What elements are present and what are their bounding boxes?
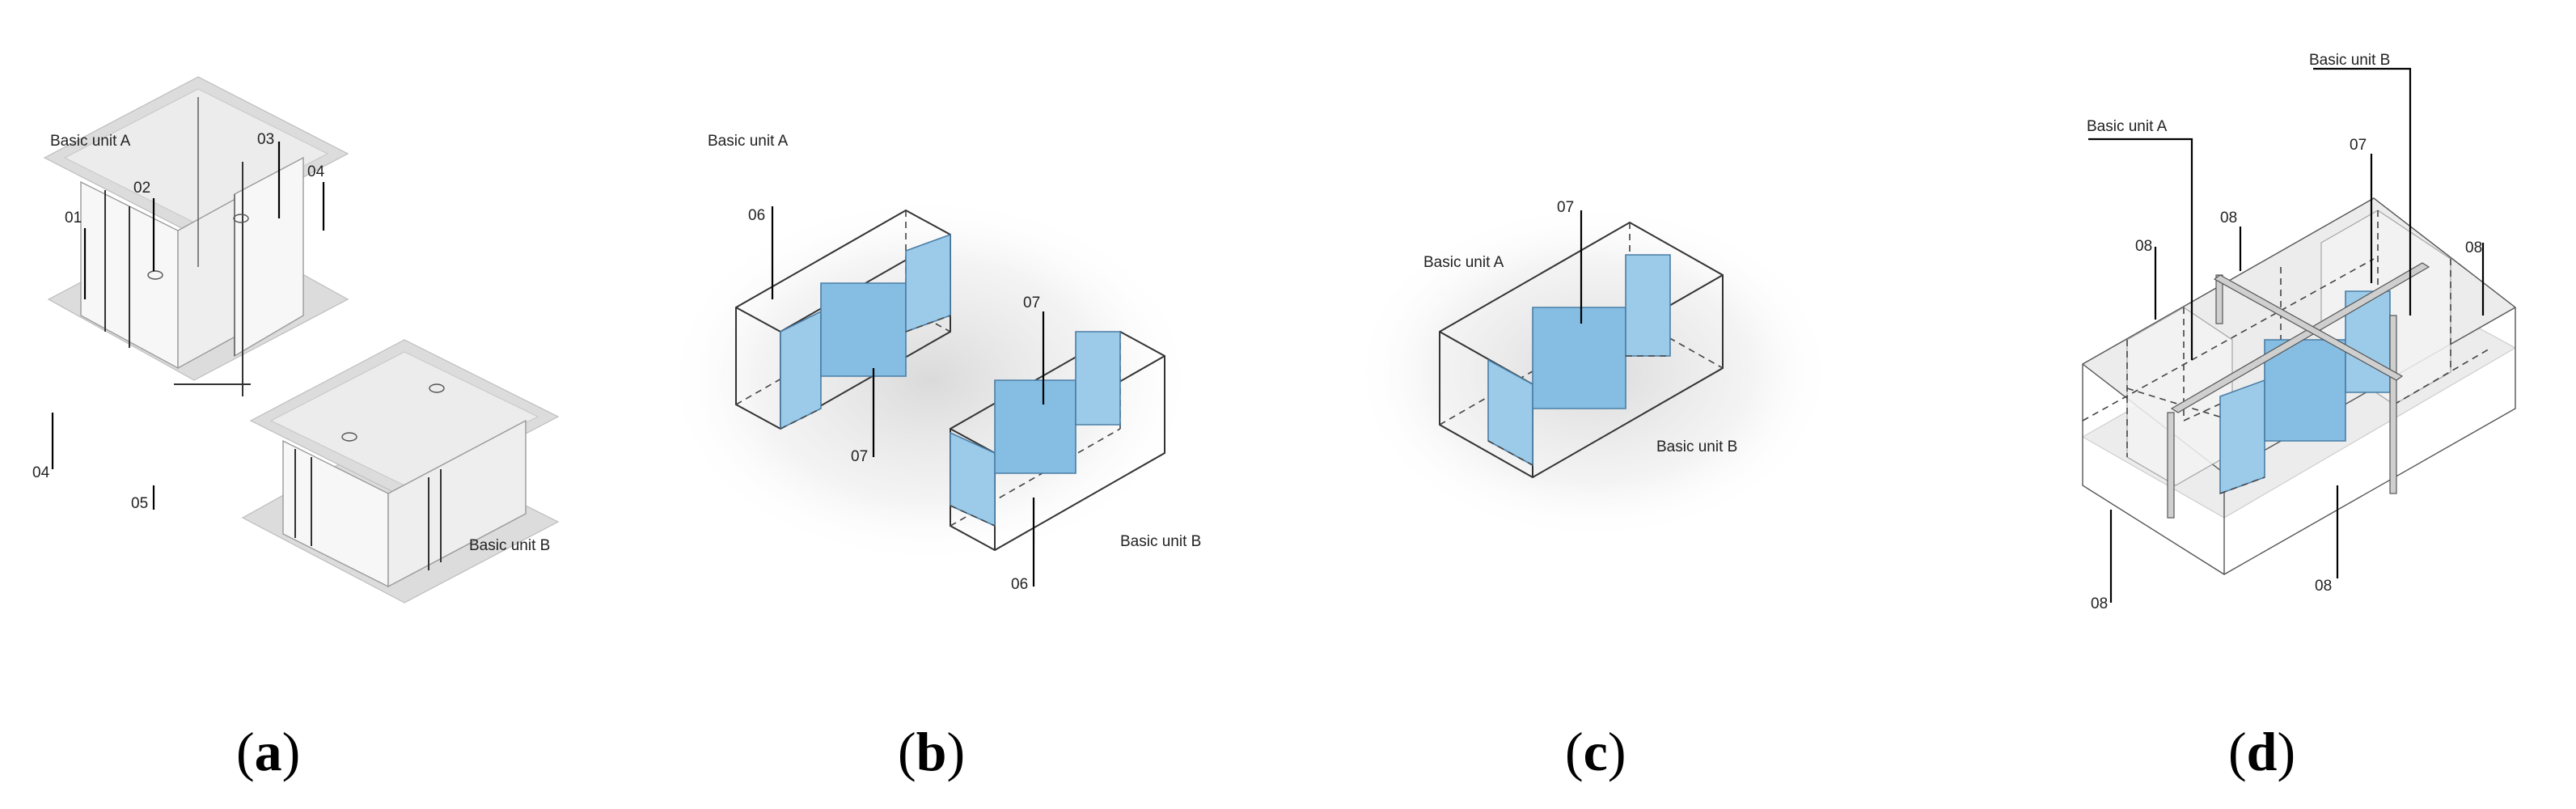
unit-a-volume: [2126, 307, 2233, 486]
beam: [2170, 262, 2430, 413]
label-05: 05: [131, 495, 148, 512]
label-04-left: 04: [32, 464, 50, 481]
blue-panel-1: [2219, 379, 2265, 495]
label-basic-unit-b: Basic unit B: [1120, 533, 1201, 550]
label-08-mid: 08: [2220, 210, 2237, 227]
label-basic-unit-b: Basic unit B: [469, 537, 550, 554]
column-2: [2389, 315, 2397, 494]
label-basic-unit-b: Basic unit B: [2309, 52, 2390, 69]
outer-box: [2082, 197, 2516, 575]
label-basic-unit-a: Basic unit A: [2087, 118, 2168, 135]
label-01: 01: [65, 210, 82, 227]
label-06-bottom: 06: [1011, 576, 1028, 593]
unit-b-roof-inner: [269, 351, 539, 486]
unit-a-roof-inner: [63, 88, 329, 223]
unit-b-side-wall: [387, 419, 527, 588]
blue-panel-3: [1625, 254, 1671, 357]
label-03: 03: [257, 131, 274, 148]
caption-b: (b): [898, 721, 965, 782]
column-1: [2167, 412, 2175, 519]
unit-b-blue-panel-2: [994, 379, 1077, 474]
label-07-top: 07: [1023, 294, 1040, 311]
blue-panel-2: [1532, 307, 1626, 409]
panel-d: Basic unit A Basic unit B 07 08 08 08 08…: [2081, 52, 2517, 782]
caption-c: (c): [1565, 721, 1626, 782]
unit-b-blue-panel-3: [1075, 331, 1121, 426]
caption-d: (d): [2228, 721, 2295, 782]
label-07: 07: [2350, 137, 2367, 154]
label-04-top: 04: [307, 163, 325, 180]
label-07-bottom: 07: [851, 448, 868, 465]
label-02: 02: [133, 180, 150, 197]
label-08-right: 08: [2465, 239, 2482, 256]
unit-a-blue-panel-1: [780, 310, 822, 430]
label-basic-unit-a: Basic unit A: [50, 133, 131, 150]
panel-b: Basic unit A 06 07 07 Basic unit B 06 (b…: [663, 133, 1201, 782]
panel-c: Basic unit A 07 Basic unit B (c): [1351, 199, 1836, 782]
label-06-top: 06: [748, 207, 765, 224]
label-basic-unit-b: Basic unit B: [1656, 438, 1737, 455]
label-basic-unit-a: Basic unit A: [1423, 254, 1504, 271]
caption-a: (a): [236, 721, 300, 782]
blue-panel-2: [2264, 339, 2346, 442]
unit-a-blue-panel-2: [820, 282, 907, 377]
panel-a: Basic unit A 01 02 03 04 04 05 Basic uni…: [32, 76, 560, 782]
label-07: 07: [1557, 199, 1574, 216]
label-08-bottom-left: 08: [2091, 595, 2108, 612]
label-08-bottom-mid: 08: [2315, 578, 2332, 595]
label-08-left: 08: [2135, 238, 2152, 255]
beam-2: [2213, 274, 2404, 381]
label-basic-unit-a: Basic unit A: [708, 133, 789, 150]
unit-a-blue-panel-3: [905, 233, 951, 333]
